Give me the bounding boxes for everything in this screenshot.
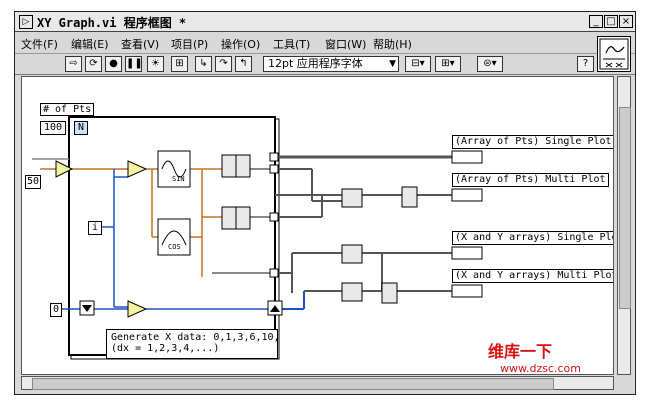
window-title: XY Graph.vi 程序框图 *: [37, 16, 187, 30]
watermark-url: www.dzsc.com: [500, 362, 582, 375]
run-continuously-icon[interactable]: ⟳: [85, 56, 102, 72]
cosine-node-label: COS: [168, 243, 181, 251]
menu-project[interactable]: 项目(P): [171, 38, 209, 51]
labview-window: ▷ XY Graph.vi 程序框图 * _ □ × 文件(F) 编辑(E) 查…: [14, 11, 636, 395]
close-button[interactable]: ×: [619, 15, 633, 28]
run-arrow-icon[interactable]: ⇨: [65, 56, 82, 72]
minimize-button[interactable]: _: [589, 15, 603, 28]
constant-zero[interactable]: 0: [50, 303, 62, 317]
menu-operate[interactable]: 操作(O): [221, 38, 261, 51]
constant-50[interactable]: 50: [25, 175, 41, 189]
comment-line-1: Generate X data: 0,1,3,6,10,: [111, 332, 280, 343]
graph-label-single-xy: (X and Y arrays) Single Plot: [452, 231, 613, 245]
step-out-icon[interactable]: ↰: [235, 56, 252, 72]
horizontal-scroll-thumb[interactable]: [32, 378, 554, 390]
menu-bar: 文件(F) 编辑(E) 查看(V) 项目(P) 操作(O) 工具(T) 窗口(W…: [15, 34, 635, 52]
menu-window[interactable]: 窗口(W): [325, 38, 367, 51]
num-pts-label: # of Pts: [40, 103, 95, 116]
menu-file[interactable]: 文件(F): [21, 38, 58, 51]
menu-tools[interactable]: 工具(T): [273, 38, 311, 51]
distribute-objects-icon[interactable]: ⊞▾: [435, 56, 461, 72]
step-into-icon[interactable]: ↳: [195, 56, 212, 72]
font-selector-value: 12pt 应用程序字体: [268, 57, 363, 70]
highlight-execution-icon[interactable]: ☀: [147, 56, 164, 72]
vi-icon: ▷: [19, 15, 33, 29]
toolbar: ⇨ ⟳ ● ❚❚ ☀ ⊞ ↳ ↷ ↰ 12pt 应用程序字体 ▼ ⊟▾ ⊞▾ ⊜…: [15, 53, 635, 75]
vi-connector-icon[interactable]: [597, 36, 631, 72]
comment-line-2: (dx = 1,2,3,4,...): [111, 343, 220, 354]
menu-view[interactable]: 查看(V): [121, 38, 160, 51]
graph-label-single-array: (Array of Pts) Single Plot: [452, 135, 613, 149]
align-objects-icon[interactable]: ⊟▾: [405, 56, 431, 72]
sine-node-label: SIN: [172, 175, 185, 183]
num-pts-control[interactable]: 100: [40, 121, 66, 135]
retain-wire-values-icon[interactable]: ⊞: [171, 56, 188, 72]
graph-label-multi-xy: (X and Y arrays) Multi Plot: [452, 269, 613, 283]
comment-box[interactable]: Generate X data: 0,1,3,6,10, (dx = 1,2,3…: [106, 329, 280, 359]
vertical-scrollbar[interactable]: [617, 76, 631, 375]
iteration-terminal[interactable]: i: [88, 221, 102, 235]
help-button[interactable]: ?: [577, 56, 594, 72]
graph-label-multi-array: (Array of Pts) Multi Plot: [452, 173, 609, 187]
maximize-button[interactable]: □: [604, 15, 618, 28]
loop-count-terminal[interactable]: N: [74, 121, 88, 135]
reorder-icon[interactable]: ⊜▾: [477, 56, 503, 72]
pause-icon[interactable]: ❚❚: [125, 56, 143, 72]
step-over-icon[interactable]: ↷: [215, 56, 232, 72]
abort-icon[interactable]: ●: [105, 56, 122, 72]
horizontal-scrollbar[interactable]: [21, 376, 614, 390]
menu-edit[interactable]: 编辑(E): [71, 38, 109, 51]
title-bar: ▷ XY Graph.vi 程序框图 * _ □ ×: [15, 12, 635, 32]
font-selector[interactable]: 12pt 应用程序字体 ▼: [263, 56, 399, 72]
chevron-down-icon: ▼: [389, 59, 396, 69]
menu-help[interactable]: 帮助(H): [373, 38, 412, 51]
vertical-scroll-thumb[interactable]: [619, 107, 631, 309]
block-diagram-canvas[interactable]: # of Pts 100 N 50 i 0 SIN COS Generate X…: [21, 76, 614, 375]
watermark-brand: 维库一下: [488, 342, 553, 361]
